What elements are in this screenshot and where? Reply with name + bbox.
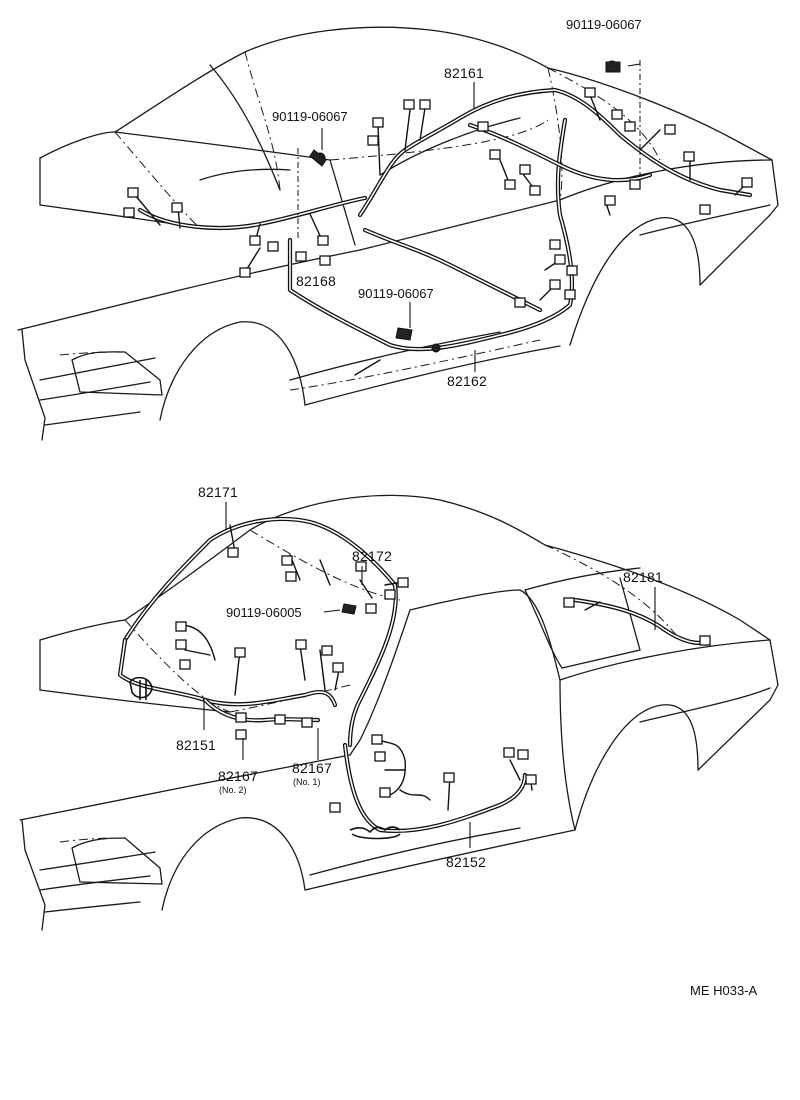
part-label-82168: 82168 [296, 273, 336, 289]
part-label-82171: 82171 [198, 484, 238, 500]
bottom-harness-group [117, 516, 711, 840]
drawing-code: ME H033-A [690, 983, 758, 998]
bolt-label-90119-06005: 90119-06005 [226, 605, 302, 620]
part-label-82181: 82181 [623, 569, 663, 585]
part-label-82167-no2: 82167 [218, 768, 258, 784]
bottom-labels: 82171 82172 82181 90119-06005 82151 8216… [176, 484, 663, 870]
part-label-82161: 82161 [444, 65, 484, 81]
part-label-82152: 82152 [446, 854, 486, 870]
bottom-car-body [19, 494, 779, 931]
harness-82152 [342, 742, 528, 834]
bolt-label-top-left: 90119-06067 [272, 109, 348, 124]
part-label-82162: 82162 [447, 373, 487, 389]
part-label-82172: 82172 [352, 548, 392, 564]
part-label-82167-no1: 82167 [292, 760, 332, 776]
bottom-leaders [203, 502, 656, 848]
bolt-label-top-right: 90119-06067 [566, 17, 642, 32]
part-sublabel-no1: (No. 1) [293, 777, 321, 787]
bolt-label-mid: 90119-06067 [358, 286, 434, 301]
harness-82181 [572, 597, 708, 645]
part-label-82151: 82151 [176, 737, 216, 753]
top-harness-group [123, 60, 753, 376]
part-sublabel-no2: (No. 2) [219, 785, 247, 795]
top-labels: 82161 82162 82168 90119-06067 90119-0606… [272, 17, 642, 389]
top-car-body [17, 26, 779, 441]
top-leaders [297, 60, 641, 372]
